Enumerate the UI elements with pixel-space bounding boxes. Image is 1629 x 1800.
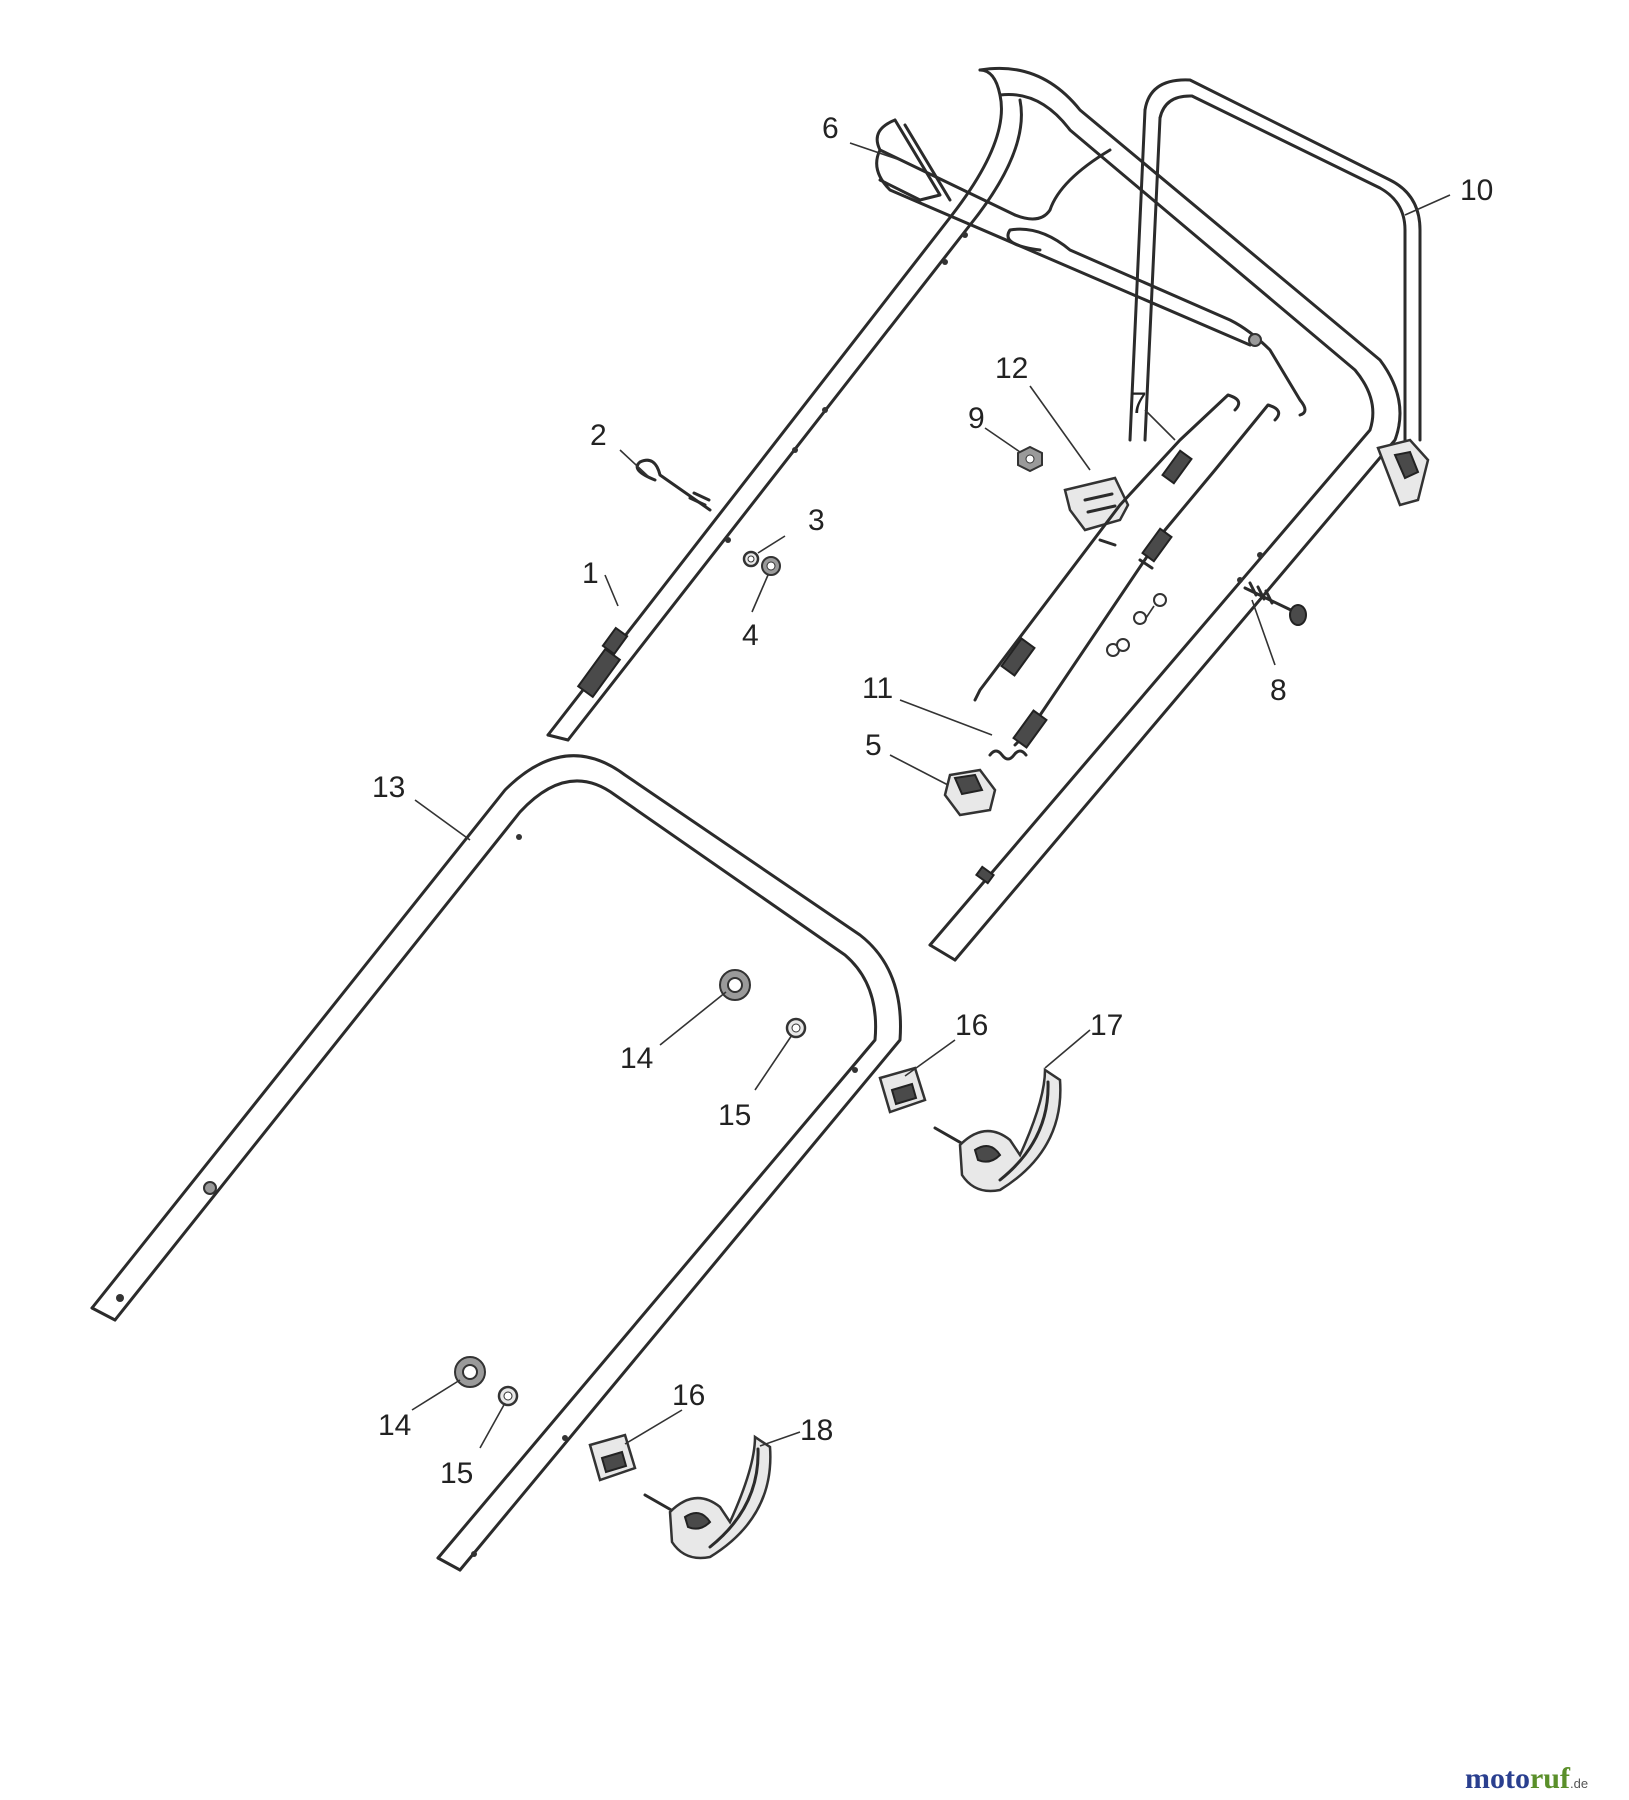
callout-1: 1 bbox=[582, 557, 599, 590]
hook-bolt bbox=[635, 458, 712, 512]
watermark-logo: motoruf.de bbox=[1465, 1762, 1588, 1795]
watermark-moto: moto bbox=[1465, 1762, 1530, 1795]
callout-6: 6 bbox=[822, 112, 839, 145]
callout-16b: 16 bbox=[672, 1379, 705, 1412]
callout-17: 17 bbox=[1090, 1009, 1123, 1042]
leader-lines bbox=[411, 142, 1451, 1449]
callout-13: 13 bbox=[372, 771, 405, 804]
washer-lower bbox=[497, 1385, 519, 1407]
callout-labels: 1 2 3 4 5 6 7 8 9 10 11 12 13 14 15 16 1… bbox=[372, 112, 1493, 1490]
callout-14a: 14 bbox=[620, 1042, 653, 1075]
knob-nut-lower bbox=[454, 1356, 486, 1388]
callout-14b: 14 bbox=[378, 1409, 411, 1442]
bail-bar bbox=[1128, 78, 1430, 507]
watermark-suffix: .de bbox=[1570, 1776, 1588, 1791]
callout-5: 5 bbox=[865, 729, 882, 762]
cable-bracket bbox=[1063, 476, 1130, 532]
lever-rod bbox=[875, 118, 1307, 417]
upper-handle bbox=[546, 66, 1402, 962]
knob-nut-upper bbox=[719, 969, 751, 1001]
callout-11: 11 bbox=[862, 672, 893, 705]
callout-3: 3 bbox=[808, 504, 825, 537]
quick-release-lever-upper bbox=[933, 1067, 1062, 1193]
callout-9: 9 bbox=[968, 402, 985, 435]
callout-10: 10 bbox=[1460, 174, 1493, 207]
spacer-lower bbox=[588, 1433, 637, 1482]
callout-2: 2 bbox=[590, 419, 607, 452]
control-cables bbox=[973, 393, 1281, 749]
quick-release-lever-lower bbox=[643, 1434, 772, 1560]
spacer-upper bbox=[878, 1066, 927, 1114]
cable-spring bbox=[988, 749, 1028, 761]
callout-12: 12 bbox=[995, 352, 1028, 385]
cable-clip bbox=[943, 768, 997, 817]
callout-4: 4 bbox=[742, 619, 759, 652]
callout-15a: 15 bbox=[718, 1099, 751, 1132]
svg-text:motoruf.de: motoruf.de bbox=[1465, 1762, 1588, 1795]
callout-18: 18 bbox=[800, 1414, 833, 1447]
washer-upper bbox=[785, 1017, 807, 1039]
nut bbox=[761, 556, 781, 576]
callout-15b: 15 bbox=[440, 1457, 473, 1490]
callout-7: 7 bbox=[1130, 387, 1147, 420]
bolt bbox=[1243, 581, 1307, 626]
locknut bbox=[1017, 445, 1043, 473]
lower-handle bbox=[90, 754, 902, 1572]
callout-16a: 16 bbox=[955, 1009, 988, 1042]
watermark-ruf: ruf bbox=[1530, 1762, 1571, 1795]
washer bbox=[742, 550, 760, 568]
callout-8: 8 bbox=[1270, 674, 1287, 707]
